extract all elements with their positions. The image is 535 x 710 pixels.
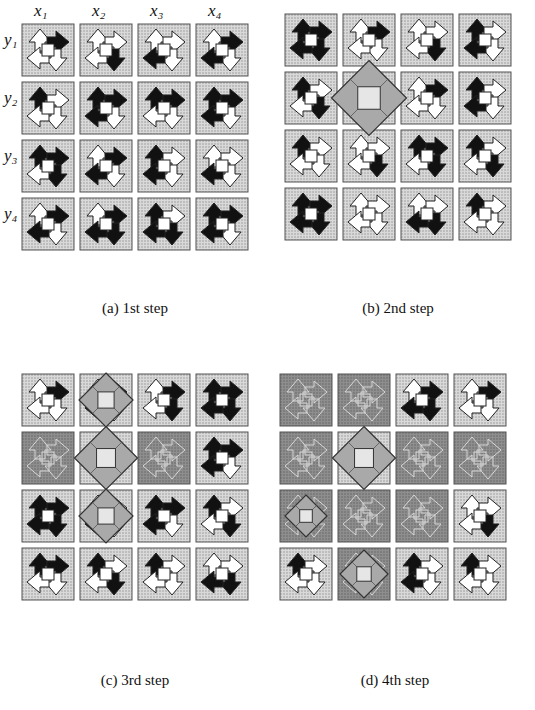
tile (80, 198, 132, 250)
diamond-arrows (79, 489, 133, 543)
tile (396, 374, 448, 426)
tile (401, 14, 453, 66)
step-caption: (d) 4th step (361, 672, 429, 689)
tile (454, 432, 506, 484)
tile (459, 130, 511, 182)
tile (80, 548, 132, 600)
tile (22, 198, 74, 250)
step-caption: (b) 2nd step (362, 300, 434, 317)
tile (285, 188, 337, 240)
tile (454, 374, 506, 426)
tile (22, 374, 74, 426)
tile (343, 188, 395, 240)
tile (138, 140, 190, 192)
tile-panel (280, 374, 506, 600)
tile (401, 72, 453, 124)
step-caption: (a) 1st step (102, 300, 168, 317)
tile (196, 374, 248, 426)
tile (459, 188, 511, 240)
tile (196, 82, 248, 134)
tile (22, 140, 74, 192)
tile (280, 548, 332, 600)
tile (459, 72, 511, 124)
tile (338, 374, 390, 426)
tile (80, 82, 132, 134)
tile (454, 490, 506, 542)
diamond-arrows (285, 495, 327, 537)
tile (196, 24, 248, 76)
axis-label: x₂ (92, 1, 105, 21)
diamond-arrows (340, 550, 388, 598)
tile (280, 432, 332, 484)
tile (280, 490, 332, 542)
tile (396, 432, 448, 484)
tile (285, 72, 337, 124)
tile (454, 548, 506, 600)
tile (401, 188, 453, 240)
axis-label: y₂ (4, 88, 17, 108)
tile (196, 490, 248, 542)
tile (196, 198, 248, 250)
diamond-arrows (332, 61, 407, 136)
tile (22, 548, 74, 600)
tile (80, 374, 132, 426)
diamond-arrows (79, 373, 133, 427)
axis-label: x₃ (150, 1, 163, 21)
tile (396, 548, 448, 600)
tile (138, 198, 190, 250)
axis-label: y₁ (4, 30, 17, 50)
tile (196, 548, 248, 600)
tile (401, 130, 453, 182)
tile (338, 490, 390, 542)
tile (280, 374, 332, 426)
tile (138, 490, 190, 542)
diamond-arrows (75, 427, 138, 490)
axis-label: y₃ (4, 146, 17, 166)
tile (22, 432, 74, 484)
tile (196, 140, 248, 192)
axis-label: y₄ (4, 204, 17, 224)
tile (138, 374, 190, 426)
tile-panel (22, 373, 248, 600)
tile (138, 82, 190, 134)
tile (396, 490, 448, 542)
tile (22, 490, 74, 542)
tile (459, 14, 511, 66)
axis-label: x₄ (208, 1, 221, 21)
tile-panel (22, 24, 248, 250)
tile-panel (285, 14, 511, 240)
tile (343, 130, 395, 182)
tile (138, 548, 190, 600)
step-caption: (c) 3rd step (101, 672, 169, 689)
tile (22, 24, 74, 76)
tile (80, 490, 132, 542)
tile (80, 24, 132, 76)
diamond-arrows (333, 427, 396, 490)
axis-label: x₁ (34, 1, 47, 21)
tile (22, 82, 74, 134)
tile (285, 14, 337, 66)
tile (343, 14, 395, 66)
tile (285, 130, 337, 182)
tile (80, 140, 132, 192)
tile (138, 24, 190, 76)
tile (138, 432, 190, 484)
tile (338, 548, 390, 600)
tile (196, 432, 248, 484)
